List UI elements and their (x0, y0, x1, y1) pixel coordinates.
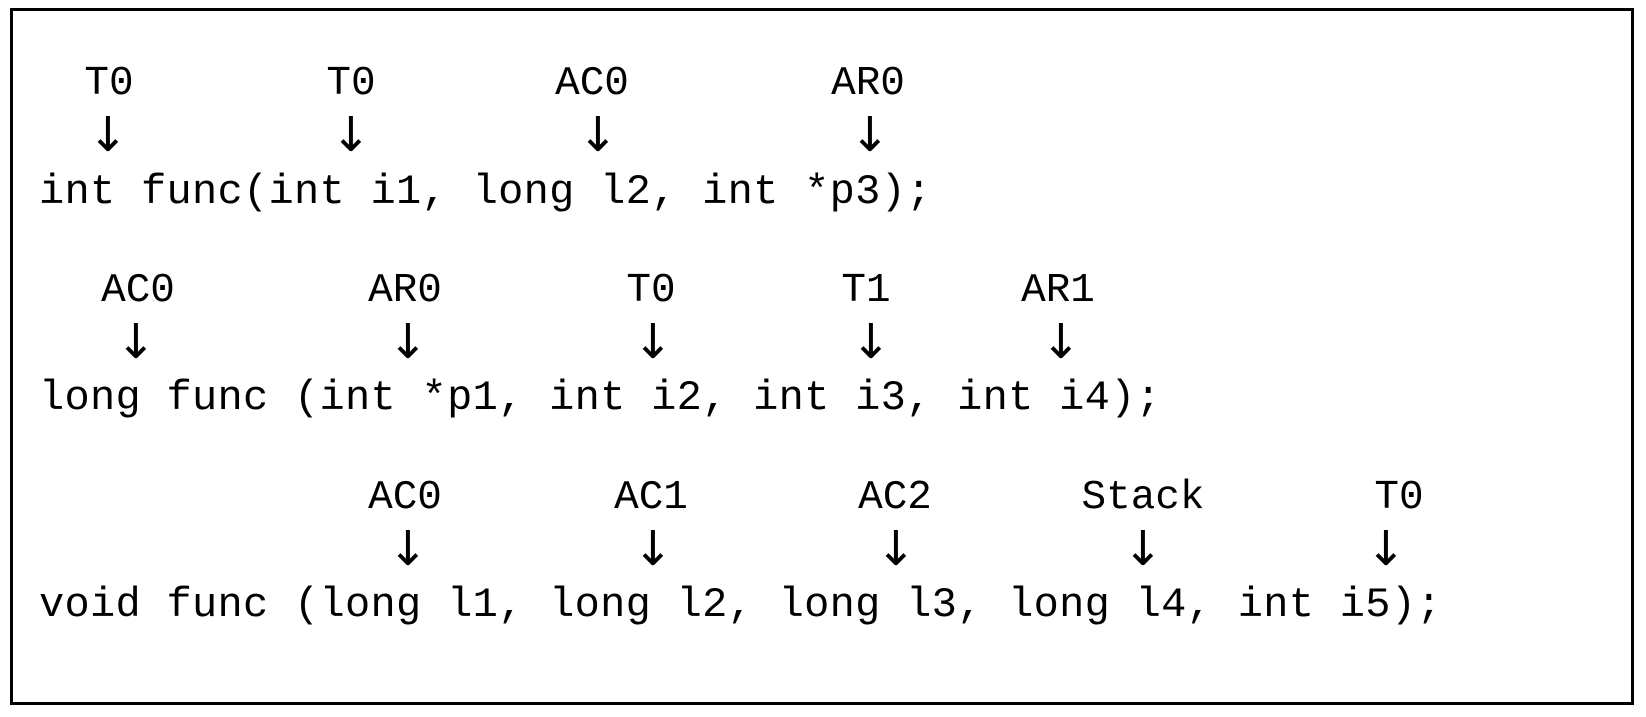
register-label: T1 (841, 268, 891, 314)
register-label: AR1 (1021, 268, 1095, 314)
down-arrow-icon: ↓ (875, 521, 917, 577)
down-arrow-icon: ↓ (577, 107, 619, 163)
register-label: T0 (326, 61, 376, 107)
register-label: AC1 (614, 475, 688, 521)
register-label: T0 (1374, 475, 1424, 521)
register-label: AC2 (858, 475, 932, 521)
down-arrow-icon: ↓ (849, 107, 891, 163)
function-signature: int func(int i1, long l2, int *p3); (39, 168, 932, 216)
down-arrow-icon: ↓ (1040, 314, 1082, 370)
down-arrow-icon: ↓ (850, 314, 892, 370)
register-label: Stack (1081, 475, 1205, 521)
register-label: T0 (626, 268, 676, 314)
function-signature: long func (int *p1, int i2, int i3, int … (39, 374, 1162, 422)
down-arrow-icon: ↓ (387, 314, 429, 370)
register-label: AC0 (368, 475, 442, 521)
register-label: AC0 (555, 61, 629, 107)
down-arrow-icon: ↓ (632, 521, 674, 577)
register-label: AR0 (831, 61, 905, 107)
down-arrow-icon: ↓ (387, 521, 429, 577)
down-arrow-icon: ↓ (115, 314, 157, 370)
register-label: T0 (84, 61, 134, 107)
register-label: AC0 (101, 268, 175, 314)
down-arrow-icon: ↓ (87, 107, 129, 163)
down-arrow-icon: ↓ (1365, 521, 1407, 577)
register-label: AR0 (368, 268, 442, 314)
diagram-frame: T0 T0 AC0 AR0 ↓ ↓ ↓ ↓ int func(int i1, l… (10, 8, 1634, 705)
down-arrow-icon: ↓ (632, 314, 674, 370)
function-signature: void func (long l1, long l2, long l3, lo… (39, 581, 1442, 629)
down-arrow-icon: ↓ (330, 107, 372, 163)
down-arrow-icon: ↓ (1122, 521, 1164, 577)
